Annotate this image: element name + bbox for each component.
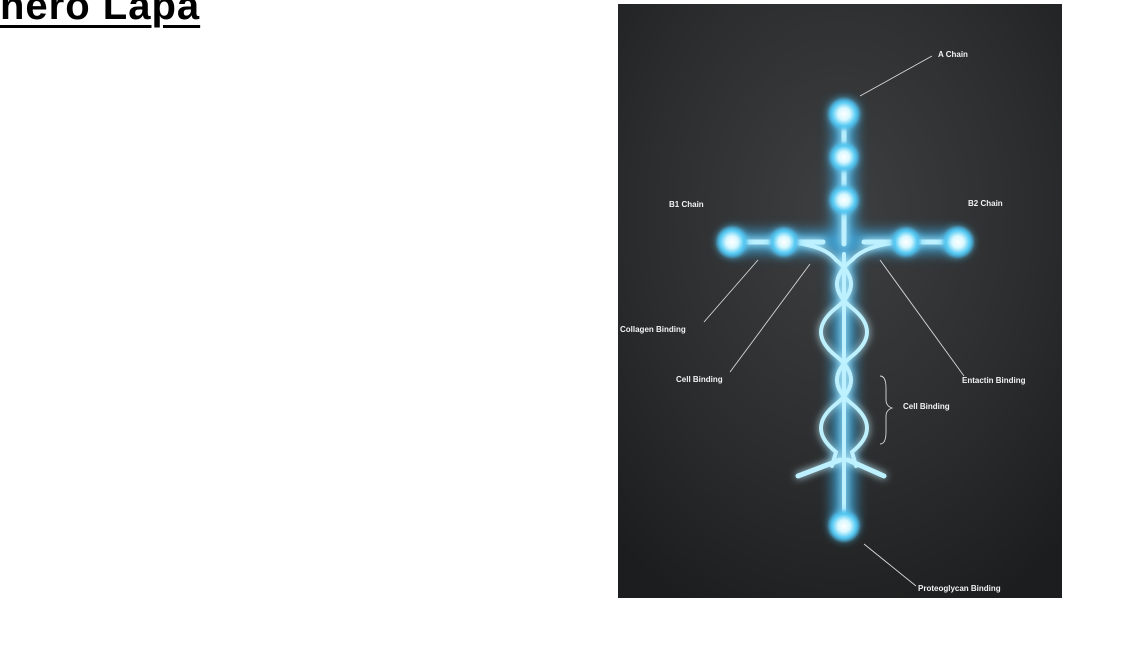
a-chain-node-1 — [827, 97, 861, 131]
b1-chain-node-2 — [768, 226, 800, 258]
label-a-chain: A Chain — [938, 50, 968, 59]
label-proteoglycan-binding: Proteoglycan Binding — [918, 584, 1001, 593]
b2-chain-node-1 — [890, 226, 922, 258]
label-collagen-binding: Collagen Binding — [620, 325, 686, 334]
b1-chain-node-1 — [715, 225, 749, 259]
label-b1-chain: B1 Chain — [669, 200, 704, 209]
b2-chain-node-2 — [941, 225, 975, 259]
label-b2-chain: B2 Chain — [968, 199, 1003, 208]
laminin-svg: A Chain B1 Chain B2 Chain Collagen Bindi… — [618, 4, 1062, 598]
a-chain-node-2 — [828, 141, 860, 173]
laminin-diagram: A Chain B1 Chain B2 Chain Collagen Bindi… — [618, 4, 1062, 598]
label-cell-binding-right: Cell Binding — [903, 402, 950, 411]
slide-title: hero Lapa — [0, 0, 200, 29]
proteoglycan-node — [827, 509, 861, 543]
label-cell-binding-left: Cell Binding — [676, 375, 723, 384]
a-chain-node-3 — [828, 184, 860, 216]
label-entactin-binding: Entactin Binding — [962, 376, 1026, 385]
